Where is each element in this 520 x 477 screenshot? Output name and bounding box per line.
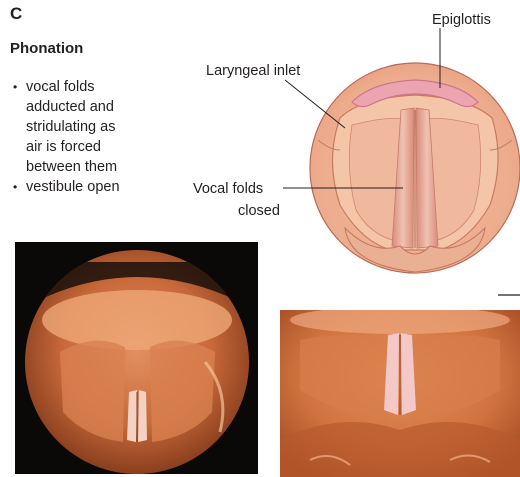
endoscopy-photo-right-image <box>280 310 520 477</box>
photo-left-epiglottis <box>42 290 232 350</box>
photo-left-vocal-fold <box>138 390 147 442</box>
label-laryngeal-inlet: Laryngeal inlet <box>206 62 300 80</box>
endoscopy-photo-left <box>15 242 258 474</box>
endoscopy-photo-left-image <box>15 242 258 474</box>
photo-right-lower-tissue <box>280 422 520 477</box>
endoscopy-photo-right <box>280 310 520 477</box>
label-epiglottis: Epiglottis <box>432 11 491 29</box>
label-vocal-folds-closed: closed <box>238 202 280 220</box>
larynx-circle-view <box>310 63 520 290</box>
label-vocal-folds: Vocal folds <box>193 180 263 198</box>
